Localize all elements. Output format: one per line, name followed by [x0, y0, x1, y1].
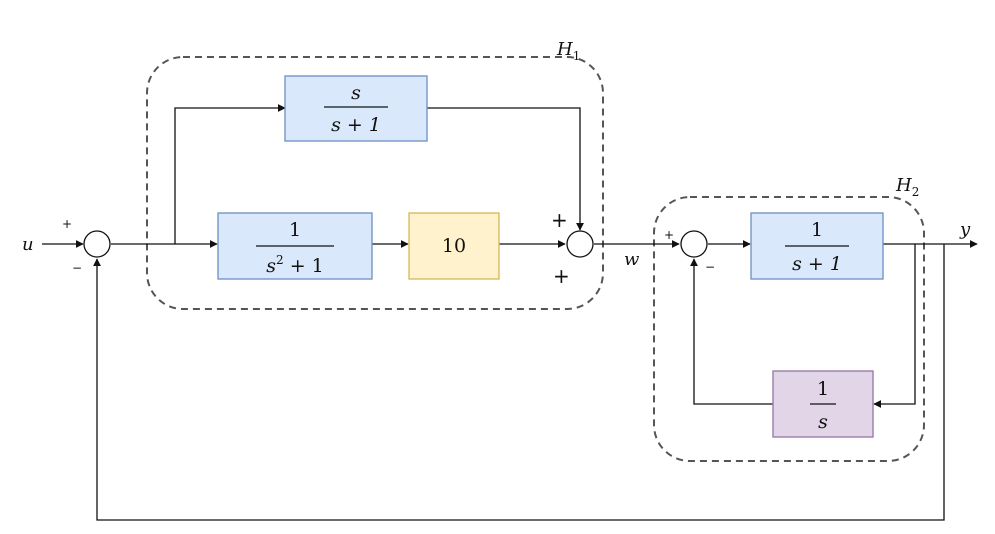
sum3-plus-sign: +	[664, 228, 674, 242]
sum1-plus-sign: +	[62, 217, 72, 231]
feedforward-block: s s + 1	[284, 75, 428, 142]
feedforward-branch-wire	[174, 104, 286, 244]
sum2-plus-top-sign: +	[551, 208, 568, 232]
sum1-minus-sign: −	[72, 261, 82, 275]
input-signal-label: u	[22, 234, 34, 255]
plant-block: 1 s2 + 1	[217, 212, 373, 280]
plant-denominator: s2 + 1	[266, 253, 324, 277]
forward2-denominator: s + 1	[792, 253, 842, 275]
inner-feedback-pickoff-wire	[873, 244, 916, 408]
integrator-block: 1 s	[772, 370, 874, 438]
integrator-numerator: 1	[817, 378, 829, 400]
integrator-denominator: s	[818, 411, 828, 433]
feedforward-to-sum2-wire	[427, 107, 584, 231]
gain-block-box	[408, 212, 500, 280]
gain-block: 10	[408, 212, 500, 280]
forward2-block: 1 s + 1	[750, 212, 884, 280]
h1-label: H1	[556, 39, 580, 63]
h1-group-boundary	[146, 56, 604, 310]
summing-junction-1	[83, 230, 111, 258]
sum2-plus-bottom-sign: +	[553, 264, 570, 288]
feedforward-numerator: s	[351, 82, 361, 104]
intermediate-signal-label: w	[624, 249, 640, 270]
forward2-numerator: 1	[811, 219, 823, 241]
sum3-minus-sign: −	[705, 260, 715, 274]
plant-numerator: 1	[289, 219, 301, 241]
h2-group-boundary	[653, 196, 925, 462]
summing-junction-2	[566, 230, 594, 258]
output-signal-label: y	[959, 219, 971, 240]
gain-value: 10	[442, 235, 466, 257]
feedforward-denominator: s + 1	[331, 114, 381, 136]
feedforward-block-box	[284, 75, 428, 142]
summing-junction-3	[680, 230, 708, 258]
outer-feedback-wire	[93, 244, 945, 521]
h2-label: H2	[895, 175, 919, 199]
inner-feedback-return-wire	[690, 258, 773, 405]
